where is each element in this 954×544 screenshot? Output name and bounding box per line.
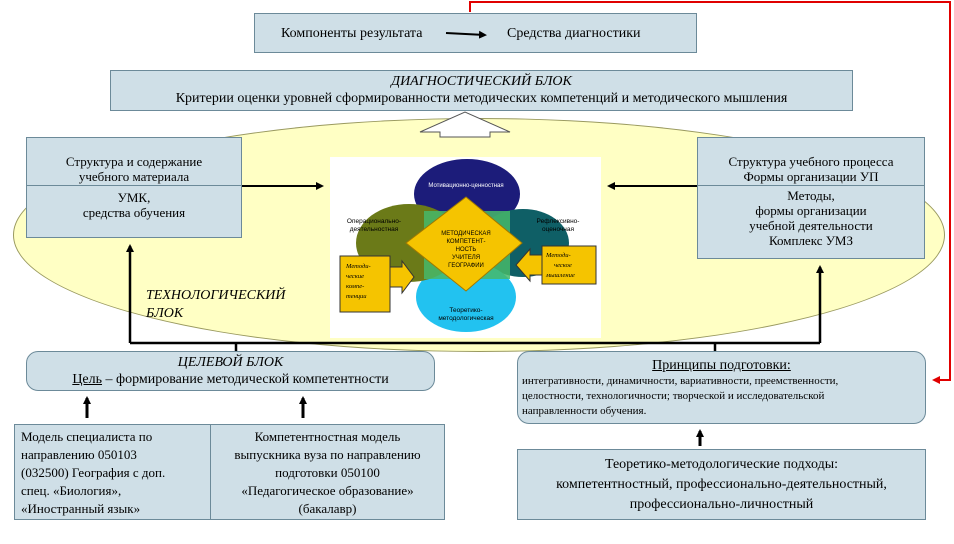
left-tag-arrow (389, 259, 415, 295)
content-structure-header: Структура и содержание учебного материал… (27, 138, 241, 186)
process-forms-title: Формы организации УП (743, 169, 879, 184)
target-block: ЦЕЛЕВОЙ БЛОК Цель – формирование методич… (26, 351, 435, 391)
specialist-model-line2: направлению 050103 (21, 447, 137, 462)
competence-model-line1: Компетентностная модель (254, 429, 401, 444)
process-structure-header: Структура учебного процесса Формы органи… (698, 138, 924, 186)
left-tag-label-4: тенции (346, 293, 367, 300)
result-arrow (445, 30, 487, 39)
umk-label: УМК, (117, 190, 151, 205)
goal-text: – формирование методической компетентнос… (102, 372, 389, 387)
core-label-3: НОСТЬ (456, 247, 477, 253)
approaches-line2: компетентностный, профессионально-деятел… (556, 477, 887, 492)
target-goal: Цель – формирование методической компете… (27, 371, 434, 388)
competence-figure: Мотивационно-ценностная Операционально- … (330, 157, 601, 338)
top-petal-label: Мотивационно-ценностная (428, 183, 503, 189)
content-structure-title: Структура и содержание (65, 154, 203, 169)
bottom-petal-label-1: Теоретико- (449, 307, 482, 314)
specialist-model-line3: (032500) География с доп. (21, 465, 166, 480)
left-tag-label-2: ческие (346, 273, 364, 280)
core-label-4: УЧИТЕЛЯ (452, 255, 480, 261)
core-label-1: МЕТОДИЧЕСКАЯ (441, 231, 490, 237)
diagnostic-criteria: Критерии оценки уровней сформированности… (175, 91, 788, 106)
right-petal-label-2: оценочная (542, 226, 575, 233)
approaches-line3: профессионально-личностный (629, 497, 814, 512)
target-block-title: ЦЕЛЕВОЙ БЛОК (177, 355, 284, 370)
approaches-line1: Теоретико-методологические подходы: (604, 457, 839, 472)
competence-model-line4: «Педагогическое образование» (241, 483, 414, 498)
principles-block: Принципы подготовки: интегративности, ди… (517, 351, 926, 424)
feedback-loop (469, 1, 951, 384)
learning-activity-label: учебной деятельности (749, 218, 873, 233)
technology-label-line2: БЛОК (146, 306, 184, 321)
right-petal-label-1: Рефлексивно- (537, 218, 580, 225)
specialist-model-line1: Модель специалиста по (21, 429, 153, 444)
organization-forms-label: формы организации (755, 203, 867, 218)
left-petal-label-1: Операционально- (347, 218, 401, 225)
left-tag-label-3: компе- (346, 283, 364, 290)
core-diamond (405, 196, 523, 292)
left-tag-box (339, 255, 391, 313)
specialist-model-line5: «Иностранный язык» (21, 501, 141, 516)
methods-label: Методы, (787, 188, 835, 203)
competence-model-line2: выпускника вуза по направлению (234, 447, 421, 462)
core-label-5: ГЕОГРАФИИ (448, 263, 484, 269)
result-box: Компоненты результата Средства диагности… (254, 13, 697, 53)
content-structure-block: Структура и содержание учебного материал… (26, 137, 242, 238)
right-tag-label-3: мышление (545, 272, 575, 279)
principles-line1: интегративности, динамичности, вариативн… (522, 375, 839, 387)
goal-label: Цель (72, 372, 103, 387)
result-tools-label: Средства диагностики (507, 26, 641, 41)
approaches-box: Теоретико-методологические подходы: комп… (517, 449, 926, 520)
big-up-arrow (419, 111, 511, 138)
competence-model-line3: подготовки 050100 (275, 465, 380, 480)
bottom-petal (416, 262, 516, 332)
left-petal-label-2: деятельностная (350, 226, 399, 233)
specialist-model-line4: спец. «Биология», (21, 483, 122, 498)
process-structure-block: Структура учебного процесса Формы органи… (697, 137, 925, 259)
principles-line3: направленности обучения. (522, 405, 647, 417)
result-components-label: Компоненты результата (281, 26, 423, 41)
diagnostic-block: ДИАГНОСТИЧЕСКИЙ БЛОК Критерии оценки уро… (110, 70, 853, 111)
specialist-model-box: Модель специалиста по направлению 050103… (14, 424, 211, 520)
bottom-petal-label-2: методологическая (438, 315, 494, 322)
core-label-2: КОМПЕТЕНТ- (446, 239, 485, 245)
teaching-tools-label: средства обучения (82, 205, 186, 220)
principles-title: Принципы подготовки: (652, 358, 791, 373)
diagnostic-title: ДИАГНОСТИЧЕСКИЙ БЛОК (391, 74, 572, 89)
content-structure-subtitle: учебного материала (78, 169, 190, 184)
right-tag-label-2: ческое (554, 262, 572, 269)
competence-model-line5: (бакалавр) (298, 501, 357, 516)
left-tag-label-1: Методи- (345, 263, 371, 270)
process-structure-title: Структура учебного процесса (728, 154, 894, 169)
umz-complex-label: Комплекс УМЗ (768, 233, 853, 248)
right-tag-label-1: Методи- (545, 252, 571, 259)
technology-label-line1: ТЕХНОЛОГИЧЕСКИЙ (146, 288, 286, 303)
right-tag-arrow (515, 247, 543, 283)
right-tag-box (541, 245, 597, 285)
competence-figure-svg: Мотивационно-ценностная Операционально- … (339, 159, 597, 332)
technology-block-label: ТЕХНОЛОГИЧЕСКИЙ БЛОК (146, 287, 285, 323)
competence-model-box: Компетентностная модель выпускника вуза … (210, 424, 445, 520)
principles-line2: целостности, технологичности; творческой… (522, 390, 825, 402)
